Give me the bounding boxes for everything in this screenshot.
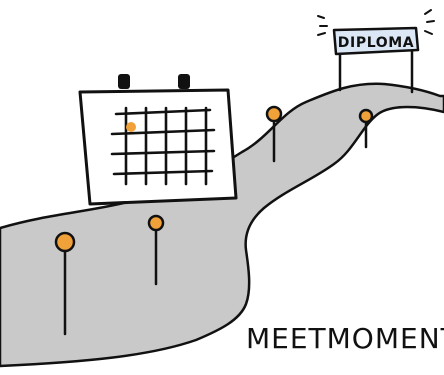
diploma-label: DIPLOMA xyxy=(338,35,414,51)
diploma-sign: DIPLOMA xyxy=(318,10,434,92)
caption-text: MEETMOMENTEN xyxy=(246,322,444,355)
calendar-icon xyxy=(80,74,236,204)
